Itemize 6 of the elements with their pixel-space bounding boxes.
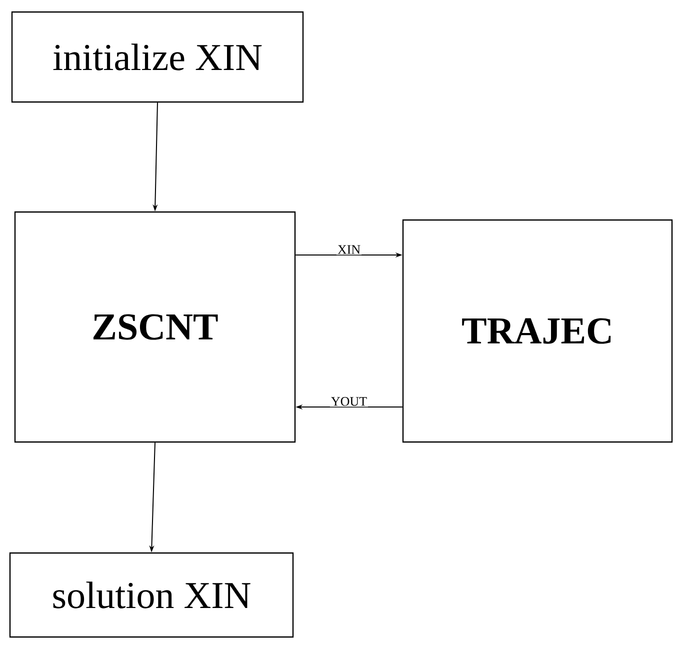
process-box: ZSCNT [14,211,296,443]
edge-label: XIN [336,244,362,255]
process-box: solution XIN [9,552,294,638]
edge-label: YOUT [330,396,368,407]
process-box: initialize XIN [11,11,304,103]
process-box: TRAJEC [402,219,673,443]
